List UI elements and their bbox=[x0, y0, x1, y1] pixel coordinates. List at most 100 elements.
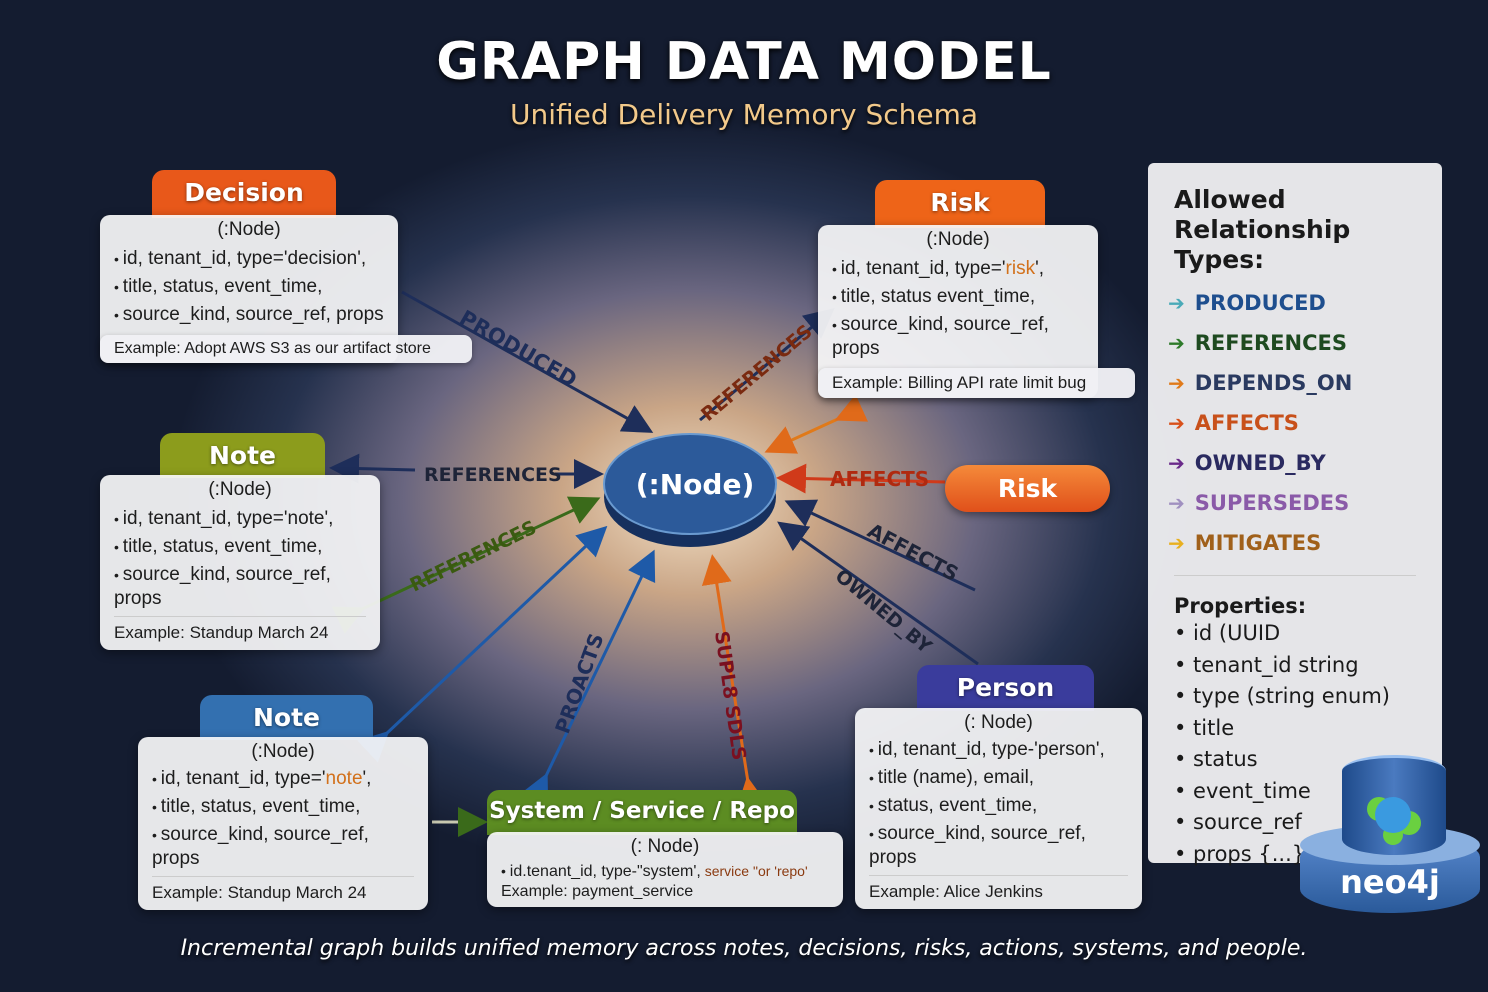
label-references-diag: REFERENCES bbox=[407, 516, 540, 596]
node-type: (:Node) bbox=[251, 741, 315, 762]
prop-highlight: service "or 'repo' bbox=[700, 863, 808, 879]
property-item: • props {...} bbox=[1174, 841, 1306, 866]
edge-references-note-left bbox=[329, 453, 416, 484]
property-item: • source_ref bbox=[1174, 810, 1302, 834]
prop-line: id.tenant_id, type-"system', service "or… bbox=[501, 860, 829, 883]
edge-risk-link bbox=[764, 394, 869, 454]
prop-line: id, tenant_id, type='note', bbox=[152, 767, 414, 791]
edge-references-top bbox=[699, 308, 835, 422]
note-example: Example: Standup March 24 bbox=[152, 876, 414, 904]
prop-highlight: note bbox=[325, 768, 363, 789]
neo4j-wordmark: neo4j bbox=[1340, 863, 1440, 901]
property-item: • tenant_id string bbox=[1174, 652, 1359, 677]
risk-node-card[interactable]: (:Node) id, tenant_id, type='risk', titl… bbox=[818, 225, 1135, 398]
arrow-icon: ➔ bbox=[1168, 411, 1185, 435]
relationship-type-item: ➔ PRODUCED bbox=[1168, 291, 1416, 317]
person-node-card[interactable]: (: Node) id, tenant_id, type-'person', t… bbox=[855, 708, 1142, 909]
legend-panel: Allowed Relationship Types: ➔ PRODUCED ➔ RE… bbox=[1148, 163, 1442, 866]
label-affects-pill: AFFECTS bbox=[830, 467, 929, 491]
edge-owned-by bbox=[777, 521, 979, 666]
risk-example: Example: Billing API rate limit bug bbox=[818, 368, 1135, 398]
relationship-type-label: PRODUCED bbox=[1194, 291, 1326, 315]
prop-text: id, tenant_id, type=' bbox=[840, 258, 1006, 279]
prop-text: ', bbox=[1035, 258, 1044, 279]
node-type: (:Node) bbox=[217, 219, 281, 240]
label-proacts: PROACTS bbox=[550, 630, 608, 737]
arrow-icon: ➔ bbox=[1168, 531, 1185, 555]
person-node-header[interactable]: Person bbox=[917, 665, 1094, 711]
arrow-icon: ➔ bbox=[1168, 291, 1185, 315]
properties-title: Properties: bbox=[1174, 575, 1416, 618]
node-type: (:Node) bbox=[208, 479, 272, 500]
prop-line: title, status, event_time, bbox=[152, 795, 414, 819]
relationship-type-label: OWNED_BY bbox=[1194, 451, 1326, 475]
property-item: • type (string enum) bbox=[1174, 684, 1390, 708]
edge-affects-pill bbox=[776, 463, 946, 494]
prop-line: id, tenant_id, type='note', bbox=[114, 507, 366, 531]
system-node-header[interactable]: System / Service / Repo bbox=[487, 790, 797, 835]
prop-line: status, event_time, bbox=[869, 794, 1128, 818]
prop-line: source_kind, source_ref, props bbox=[869, 822, 1128, 869]
edge-affects-diag bbox=[784, 499, 976, 592]
label-owned-by: OWNED_BY bbox=[831, 565, 936, 658]
prop-line: source_kind, source_ref, props bbox=[832, 313, 1084, 360]
neo4j-logo: neo4j bbox=[1300, 755, 1480, 915]
label-affects-diag: AFFECTS bbox=[864, 518, 963, 586]
risk-pill-node[interactable]: Risk bbox=[945, 465, 1110, 512]
relationship-type-item: ➔ MITIGATES bbox=[1168, 531, 1416, 557]
property-item: • title bbox=[1174, 715, 1235, 740]
prop-line: title (name), email, bbox=[869, 766, 1128, 790]
note-node-card[interactable]: (:Node) id, tenant_id, type='note', titl… bbox=[138, 737, 428, 910]
label-produced: PRODUCED bbox=[456, 306, 582, 392]
relationship-type-label: DEPENDS_ON bbox=[1194, 371, 1353, 395]
prop-text: id.tenant_id, type-"system', bbox=[509, 863, 701, 880]
prop-line: id, tenant_id, type='decision', bbox=[114, 247, 384, 271]
center-node[interactable] bbox=[603, 433, 777, 535]
relationship-type-label: REFERENCES bbox=[1194, 331, 1347, 355]
prop-line: id, tenant_id, type='risk', bbox=[832, 257, 1084, 281]
decision-node-card[interactable]: (:Node) id, tenant_id, type='decision', … bbox=[100, 215, 472, 363]
page-title: GRAPH DATA MODEL bbox=[436, 32, 1052, 92]
edge-supersedes bbox=[701, 554, 767, 809]
system-node-card[interactable]: (: Node) id.tenant_id, type-"system', se… bbox=[487, 832, 843, 907]
node-type: (: Node) bbox=[630, 836, 700, 857]
prop-line: title, status, event_time, bbox=[114, 535, 366, 559]
note-node-card[interactable]: (:Node) id, tenant_id, type='note', titl… bbox=[100, 475, 380, 650]
legend-title: Allowed Relationship Types: bbox=[1174, 185, 1351, 274]
note-node-header[interactable]: Note bbox=[160, 433, 325, 478]
person-example: Example: Alice Jenkins bbox=[869, 875, 1128, 903]
arrow-icon: ➔ bbox=[1168, 331, 1185, 355]
node-type: (:Node) bbox=[926, 229, 990, 250]
decision-node-header[interactable]: Decision bbox=[152, 170, 336, 218]
property-item: • status bbox=[1174, 747, 1258, 771]
center-node-label: (:Node) bbox=[636, 468, 755, 501]
prop-highlight: risk bbox=[1005, 258, 1036, 279]
prop-line: id, tenant_id, type-'person', bbox=[869, 738, 1128, 762]
arrow-icon: ➔ bbox=[1168, 371, 1185, 395]
prop-line: source_kind, source_ref, props bbox=[114, 563, 366, 610]
relationship-type-item: ➔ OWNED_BY bbox=[1168, 451, 1416, 477]
note-node-header[interactable]: Note bbox=[200, 695, 373, 740]
prop-text: ', bbox=[362, 768, 372, 789]
property-item: • event_time bbox=[1174, 778, 1311, 803]
risk-node-header[interactable]: Risk bbox=[875, 180, 1045, 228]
edge-produced bbox=[401, 290, 654, 433]
system-example: Example: payment_service bbox=[501, 883, 694, 900]
decision-example: Example: Adopt AWS S3 as our artifact st… bbox=[100, 335, 472, 363]
relationship-type-label: MITIGATES bbox=[1194, 531, 1322, 555]
prop-line: title, status, event_time, bbox=[114, 275, 384, 299]
page-subtitle: Unified Delivery Memory Schema bbox=[509, 98, 979, 131]
relationship-type-item: ➔ AFFECTS bbox=[1168, 411, 1416, 437]
label-references-top: REFERENCES bbox=[697, 320, 817, 425]
note-example: Example: Standup March 24 bbox=[114, 616, 366, 644]
arrow-icon: ➔ bbox=[1168, 491, 1185, 515]
relationship-type-item: ➔ DEPENDS_ON bbox=[1168, 371, 1416, 397]
prop-line: title, status event_time, bbox=[832, 285, 1084, 309]
relationship-type-label: SUPERSEDES bbox=[1194, 491, 1350, 515]
relationship-type-item: ➔ SUPERSEDES bbox=[1168, 491, 1416, 517]
edge-proacts bbox=[521, 549, 656, 807]
arrow-icon: ➔ bbox=[1168, 451, 1185, 475]
relationship-type-label: AFFECTS bbox=[1194, 411, 1299, 435]
prop-line: source_kind, source_ref, props bbox=[114, 303, 384, 327]
